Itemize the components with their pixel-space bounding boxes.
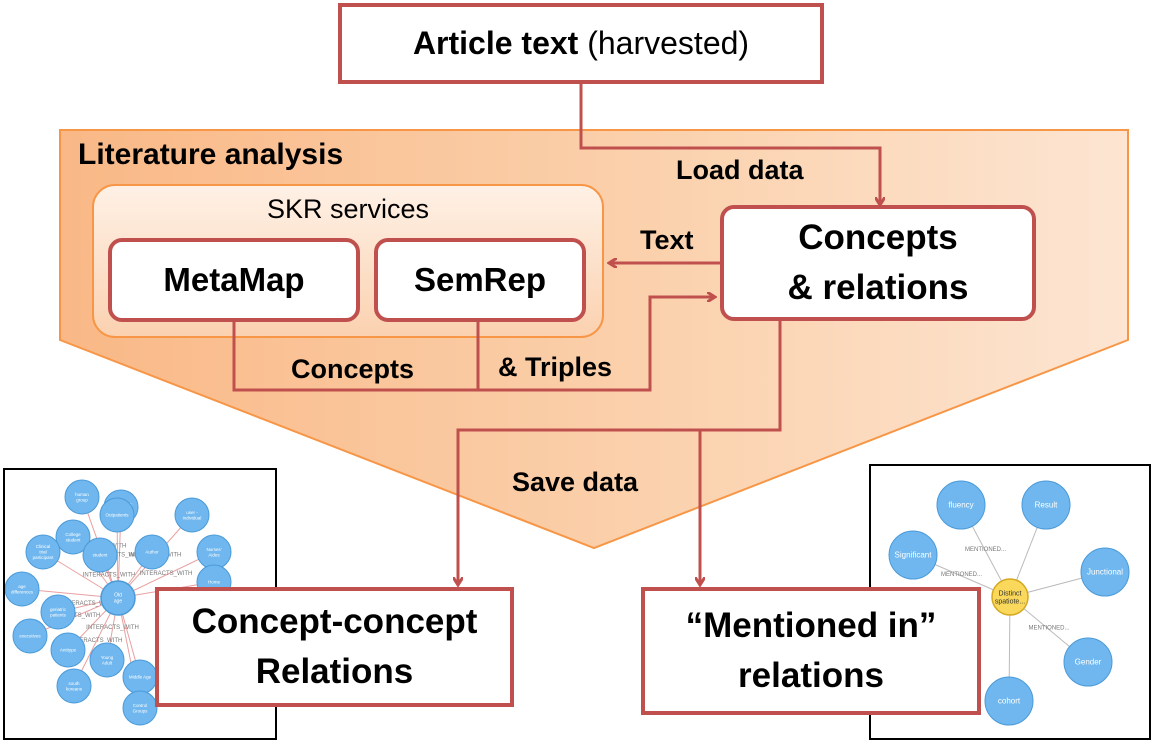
concept-concept-line1: Concept-concept <box>191 602 478 641</box>
text-label: Text <box>640 225 694 255</box>
connectors <box>232 84 880 584</box>
mentioned-in-line2: relations <box>738 656 884 695</box>
concept-graph-center-label: age <box>114 599 123 605</box>
semrep-label: SemRep <box>413 261 547 298</box>
metamap-label: MetaMap <box>163 261 305 298</box>
concept-graph-edge-label: INTERACTS_WITH <box>70 638 123 644</box>
load-data-connector <box>579 84 880 204</box>
concept-graph-node-label: user - <box>186 510 198 515</box>
concept-graph-node-label: human <box>75 492 89 497</box>
concept-graph-node-label: koreans <box>66 686 83 691</box>
concept-graph-center-label: Old <box>114 593 122 599</box>
concepts-label: Concepts <box>291 354 415 384</box>
article-text-suffix: (harvested) <box>578 25 750 61</box>
mentioned-graph-node[interactable] <box>936 480 986 530</box>
semrep-out-connector <box>476 297 714 392</box>
mentioned-graph-node-label: Significant <box>895 551 933 560</box>
load-data-label: Load data <box>676 155 804 185</box>
concept-graph-edge-label: INTERACTS_WITH <box>83 573 136 579</box>
concept-graph-node[interactable] <box>134 534 170 570</box>
concept-graph-node-label: patients <box>50 612 67 617</box>
concepts-relations-box: Concepts & relations <box>720 205 1036 321</box>
concept-graph-node[interactable] <box>55 519 91 555</box>
concept-graph-node[interactable] <box>89 642 125 678</box>
concept-graph-node-label: individual <box>183 515 202 520</box>
concept-graph-node[interactable] <box>56 668 92 704</box>
concept-graph-node-label: trial <box>39 550 46 555</box>
mentioned-graph-node-label: cohort <box>998 697 1021 706</box>
mentioned-graph-node-label: Junctional <box>1087 568 1123 577</box>
article-text-bold: Article text <box>412 25 579 61</box>
concept-graph-node-label: student <box>66 537 82 542</box>
concept-graph-node-label: age <box>18 584 26 589</box>
concept-graph-node-label: group <box>76 497 88 502</box>
concept-graph-node-label: Adult <box>102 660 113 665</box>
mentioned-graph-node[interactable] <box>1021 480 1071 530</box>
metamap-out-connector <box>232 320 478 392</box>
concept-graph-node-label: Control <box>133 703 148 708</box>
concept-graph-node-label: executives <box>19 634 41 639</box>
concept-graph-node-label: Young <box>101 655 114 660</box>
concept-graph-edge-label: INTERACTS_WITH <box>140 571 193 577</box>
concept-graph-thumbnail: INTERACTS_WITH INTERACTS_WITH INTERACTS_WI… <box>4 470 275 738</box>
concept-graph-node[interactable] <box>174 497 210 533</box>
mentioned-graph-node-label: fluency <box>948 501 973 510</box>
concept-graph-node-label: differences <box>11 589 34 594</box>
concept-graph-node[interactable] <box>50 632 86 668</box>
mentioned-graph-edge-label: MENTIONED... <box>1028 626 1069 632</box>
concept-graph-node-label: Aides <box>208 552 220 557</box>
concept-graph-node-label: Antitype <box>60 648 77 653</box>
concept-graph-edge-label: INTERACTS_WITH <box>62 601 115 607</box>
concept-graph-edge-label: INTERACTS_WITH <box>86 625 139 631</box>
concept-graph-node-label: Groups <box>133 708 149 713</box>
mentioned-graph-node[interactable] <box>1063 637 1113 687</box>
concept-graph-node[interactable] <box>12 618 48 654</box>
mentioned-graph-center-node[interactable] <box>991 578 1029 616</box>
concept-graph-node[interactable] <box>4 571 40 607</box>
concept-graph-center-node[interactable] <box>100 580 136 616</box>
article-text-box: Article text (harvested) <box>338 3 824 84</box>
concept-graph-node-label: Middle Age <box>129 675 152 680</box>
mentioned-graph-node-label: Result <box>1035 501 1058 510</box>
triples-label: & Triples <box>498 352 613 382</box>
semrep-box: SemRep <box>374 238 586 322</box>
skr-services-title: SKR services <box>266 194 430 224</box>
concept-graph-node[interactable] <box>99 497 135 533</box>
concept-graph-node-label: south <box>68 681 80 686</box>
concept-graph-node[interactable] <box>25 534 61 570</box>
concept-graph-node[interactable] <box>82 537 118 573</box>
concept-graph-node-label: student <box>93 553 109 558</box>
concept-graph-node[interactable] <box>122 690 158 726</box>
concept-graph-node[interactable] <box>64 479 100 515</box>
mentioned-in-relations-box: “Mentioned in” relations <box>641 587 981 715</box>
concept-graph-node-label: participant <box>33 555 55 560</box>
mentioned-graph-center-label: spatiote... <box>995 598 1025 605</box>
mentioned-graph-node[interactable] <box>888 530 938 580</box>
concept-graph-node-label: Home <box>208 580 221 585</box>
concept-graph-node-label: Nurses' <box>206 547 221 552</box>
concept-graph-edge-label: INTERACTS_WITH <box>91 553 144 559</box>
concept-graph-node-label: Author <box>145 550 159 555</box>
concepts-relations-line2: & relations <box>787 268 969 307</box>
concept-graph-node-label: College <box>65 532 81 537</box>
concept-graph-node[interactable] <box>40 594 76 630</box>
save-data-label: Save data <box>512 467 639 497</box>
literature-analysis-title: Literature analysis <box>78 138 344 171</box>
mentioned-graph-edge-label: MENTIONED... <box>941 572 982 578</box>
concept-concept-relations-box: Concept-concept Relations <box>155 587 514 707</box>
concept-graph-node-label: geriatric <box>50 607 67 612</box>
concept-graph-node-label: Clinical <box>36 544 51 549</box>
metamap-box: MetaMap <box>108 238 360 322</box>
mentioned-graph-edge-label: MENTIONED... <box>965 547 1006 553</box>
mentioned-graph-node-label: Gender <box>1075 658 1102 667</box>
concepts-relations-line1: Concepts <box>798 218 958 257</box>
mentioned-in-line1: “Mentioned in” <box>685 606 937 645</box>
mentioned-graph-center-label: Distinct <box>999 590 1022 597</box>
concept-graph-node-label: Outpatients <box>105 513 129 518</box>
concept-concept-line2: Relations <box>255 652 414 691</box>
mentioned-graph-node[interactable] <box>1080 547 1130 597</box>
save-data-connector <box>458 318 782 584</box>
mentioned-graph-node[interactable] <box>984 676 1034 726</box>
